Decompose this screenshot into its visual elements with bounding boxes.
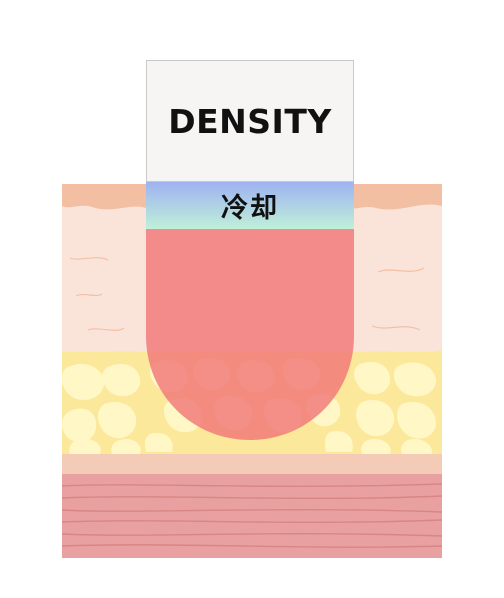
cooling-label: 冷却 bbox=[221, 193, 279, 224]
applicator-head: DENSITY bbox=[146, 60, 354, 182]
device-title: DENSITY bbox=[168, 101, 332, 141]
cooling-band: 冷却 bbox=[146, 182, 354, 229]
dermis-wrinkles bbox=[69, 257, 425, 331]
fascia-layer bbox=[62, 454, 442, 474]
muscle-layer bbox=[62, 474, 442, 558]
muscle-fibers bbox=[61, 483, 443, 548]
cooling-band-gradient bbox=[146, 182, 354, 229]
heat-zone bbox=[146, 229, 354, 440]
